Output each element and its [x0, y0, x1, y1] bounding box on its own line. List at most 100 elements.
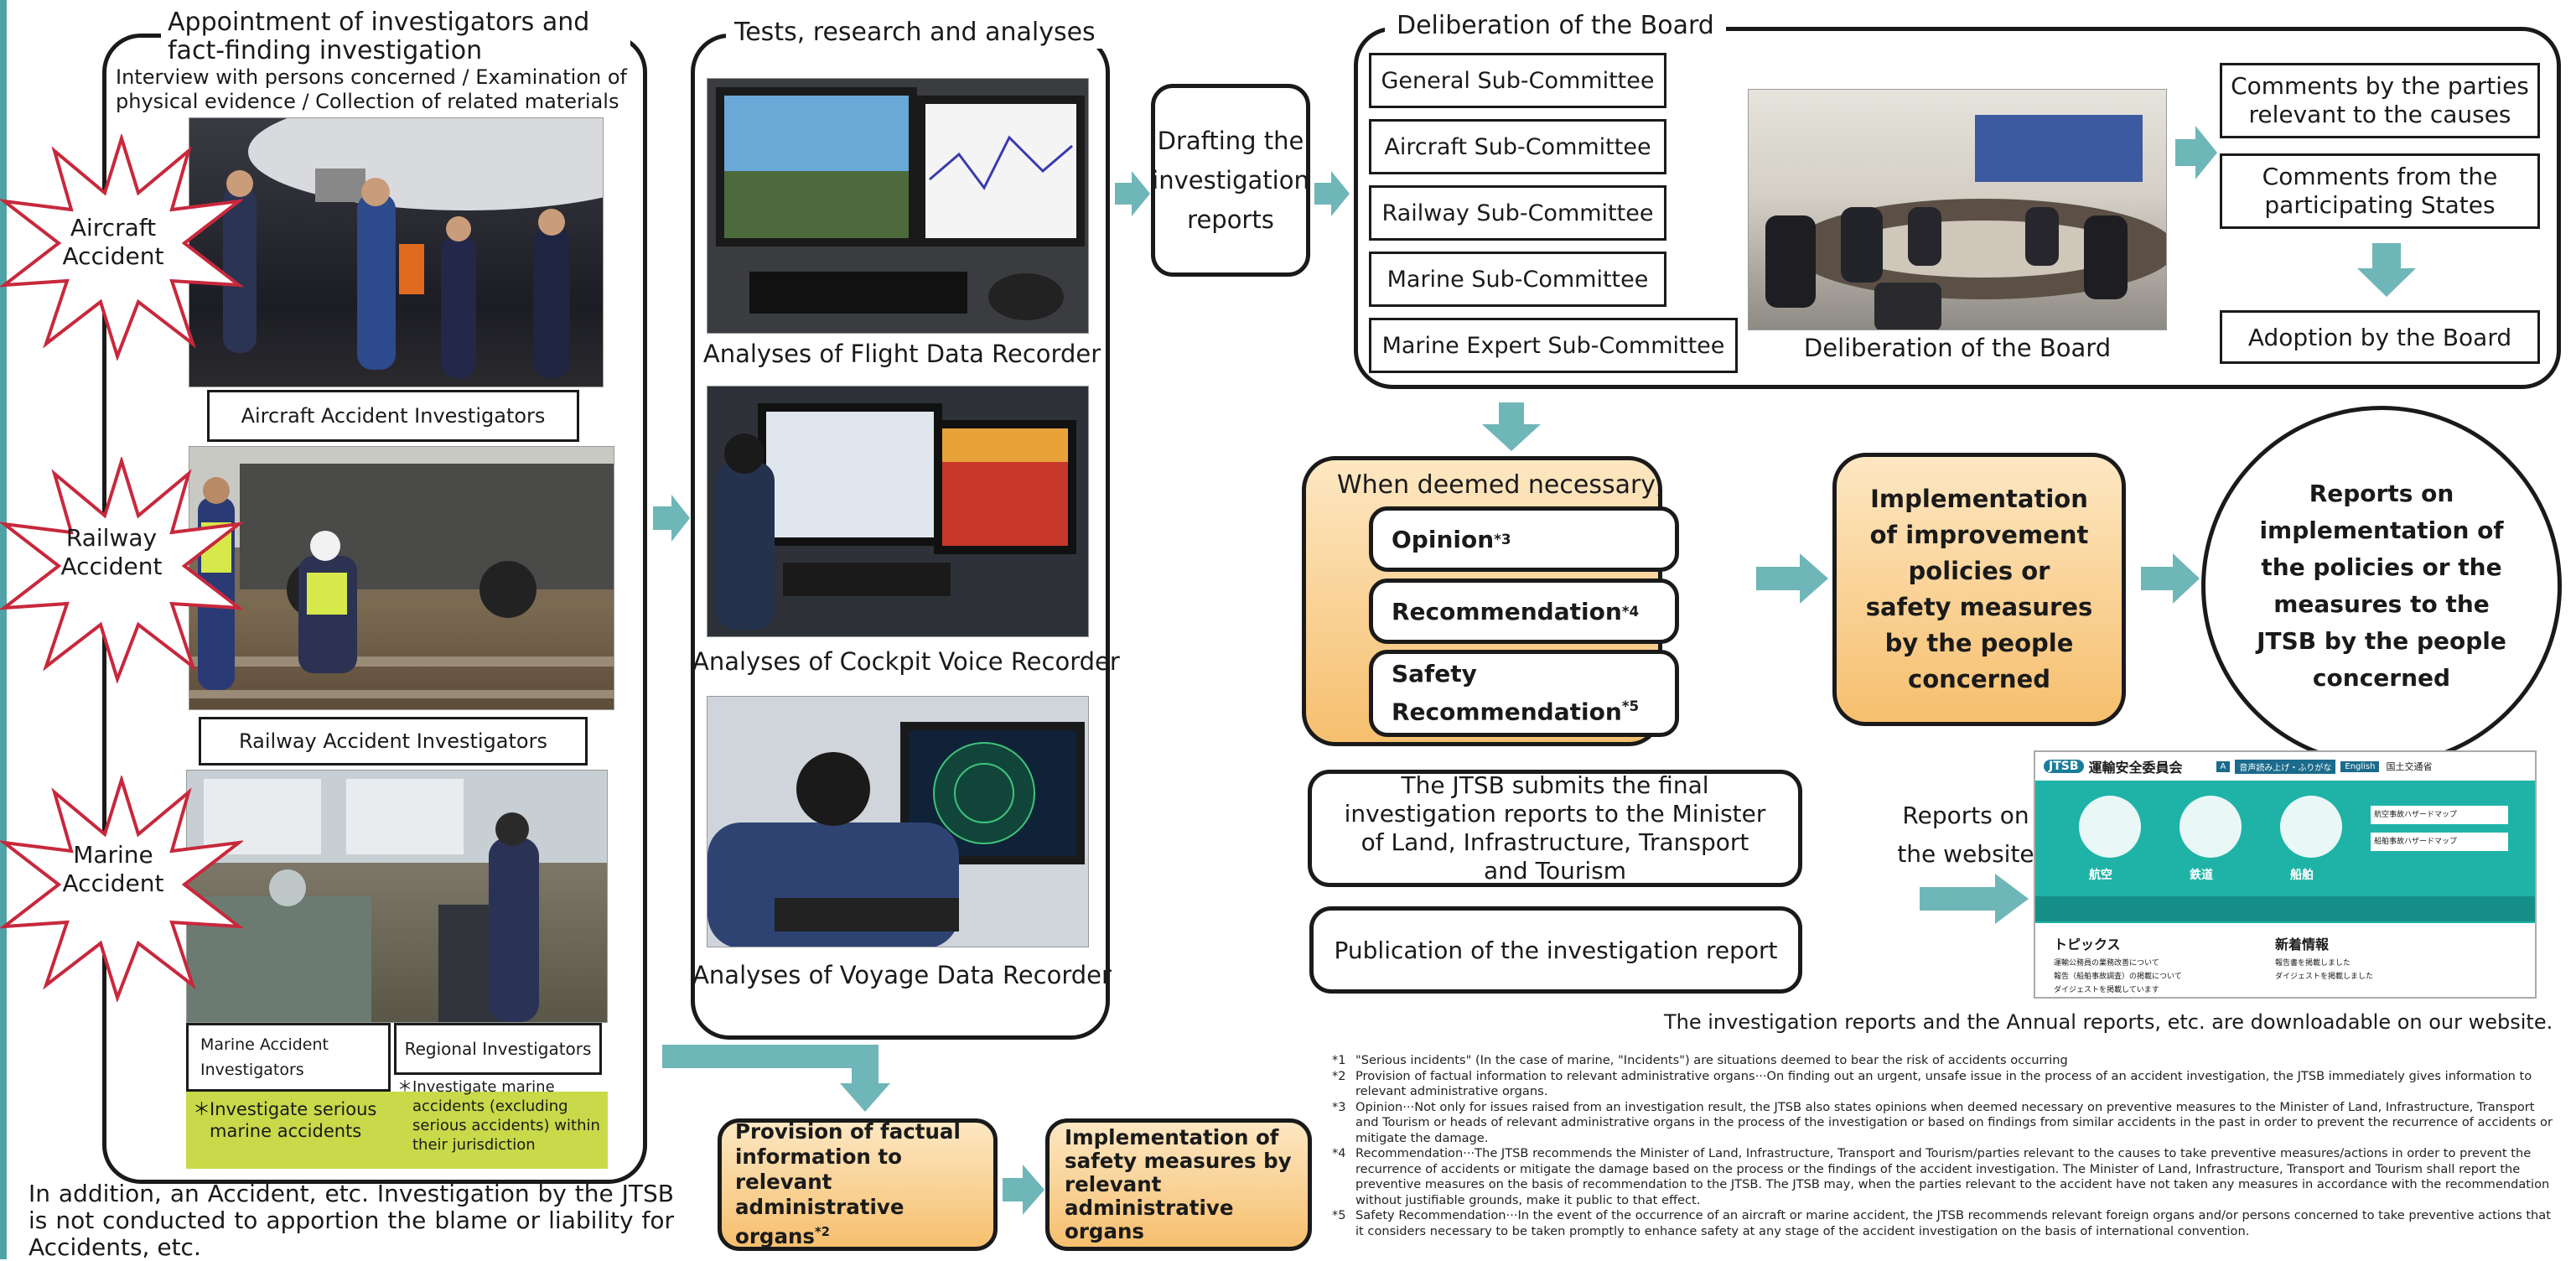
website-news-heading: 新着情報: [2275, 937, 2330, 952]
footnote-text: Recommendation···The JTSB recommends the…: [1355, 1146, 2550, 1207]
footnote-3: *3 Opinion···Not only for issues raised f…: [1332, 1100, 2558, 1147]
safety-recommendation-label: Safety Recommendation: [1392, 660, 1622, 726]
investigators-subtitle: Interview with persons concerned / Exami…: [116, 65, 627, 113]
website-title: 運輸安全委員会: [2088, 760, 2183, 776]
aircraft-investigation-photo: [189, 117, 604, 387]
airplane-icon[interactable]: [2079, 796, 2141, 858]
website-logo: JTSB: [2044, 760, 2084, 773]
board-deliberation-photo: [1748, 89, 2167, 330]
provision-label: Provision of factual information to rele…: [735, 1119, 961, 1249]
website-topics-heading: トピックス: [2054, 937, 2121, 952]
recommendation-box: Recommendation*4: [1369, 579, 1679, 644]
arrow-comments-to-adoption: [2357, 243, 2416, 297]
railway-investigators-label: Railway Accident Investigators: [199, 717, 588, 765]
publication-box: Publication of the investigation report: [1309, 906, 1802, 994]
footnote-number: *3: [1332, 1099, 1346, 1114]
footnote-2: *2 Provision of factual information to re…: [1332, 1069, 2558, 1100]
reports-implementation-circle: Reports on implementation of the policie…: [2201, 406, 2562, 766]
adoption-box: Adoption by the Board: [2220, 310, 2540, 364]
website-news-list: 報告書を掲載しました ダイジェストを掲載しました: [2275, 957, 2518, 983]
provision-box: Provision of factual information to rele…: [718, 1118, 998, 1251]
arrow-tests-to-drafting: [1115, 171, 1150, 216]
investigator-notes-panel: [186, 1092, 608, 1169]
arrow-necessary-to-implementation: [1756, 553, 1828, 604]
marine-burst-label: Marine Accident: [62, 841, 164, 897]
when-necessary-title: When deemed necessary,: [1337, 470, 1664, 500]
website-topic-item[interactable]: ダイジェストを掲載しています: [2054, 986, 2159, 994]
flight-data-recorder-caption: Analyses of Flight Data Recorder: [702, 340, 1101, 368]
marine-expert-sub-committee: Marine Expert Sub-Committee: [1369, 318, 1738, 373]
arrow-tests-to-provision: [662, 1045, 890, 1112]
left-accent-bar: [0, 0, 7, 1259]
website-subnav: [2035, 896, 2535, 921]
downloadable-note: The investigation reports and the Annual…: [1664, 1010, 2553, 1034]
footnote-number: *5: [1332, 1208, 1346, 1222]
arrow-board-to-necessary: [1482, 402, 1541, 451]
investigators-title: Appointment of investigators and fact-fi…: [161, 8, 630, 65]
marine-note-text: Investigate serious marine accidents: [210, 1099, 377, 1141]
provision-ref: *2: [815, 1225, 830, 1240]
safety-recommendation-box: Safety Recommendation*5: [1369, 650, 1679, 737]
footnote-1: *1"Serious incidents" (In the case of ma…: [1332, 1053, 2558, 1069]
marine-investigation-photo: [186, 770, 608, 1023]
website-hazard-map-marine[interactable]: 船舶事故ハザードマップ: [2371, 833, 2508, 851]
railway-investigation-photo: [189, 446, 614, 710]
website-speech-button[interactable]: 音声読み上げ・ふりがな: [2235, 759, 2336, 774]
website-hazard-map-aviation[interactable]: 航空事故ハザードマップ: [2371, 806, 2508, 824]
submit-reports-box: The JTSB submits the final investigation…: [1308, 770, 1802, 887]
footnote-5: *5 Safety Recommendation···In the event o…: [1332, 1208, 2558, 1239]
note-bullet: ＊: [397, 1078, 412, 1096]
arrow-provision-to-implementation: [1003, 1165, 1044, 1215]
opinion-label: Opinion: [1392, 525, 1495, 553]
drafting-reports-box: Drafting the investigation reports: [1151, 84, 1310, 277]
marine-investigators-label: Marine Accident Investigators: [186, 1023, 391, 1092]
aircraft-investigators-label: Aircraft Accident Investigators: [207, 390, 579, 442]
board-title: Deliberation of the Board: [1385, 10, 1726, 42]
opinion-box: Opinion*3: [1369, 506, 1679, 572]
railway-burst-label: Railway Accident: [60, 524, 163, 580]
website-news-item[interactable]: ダイジェストを掲載しました: [2275, 973, 2374, 981]
railway-burst-icon: [0, 457, 243, 683]
website-font-button[interactable]: A: [2216, 760, 2231, 772]
website-section-aviation[interactable]: 航空: [2089, 869, 2112, 882]
recommendation-label: Recommendation: [1392, 597, 1622, 625]
website-section-railway[interactable]: 鉄道: [2190, 869, 2213, 882]
website-ministry: 国土交通省: [2386, 761, 2433, 772]
footnote-text: Opinion···Not only for issues raised fro…: [1355, 1099, 2553, 1145]
arrow-to-website: [1920, 874, 2029, 924]
website-english-button[interactable]: English: [2340, 760, 2380, 772]
footnote-number: *2: [1332, 1068, 1346, 1083]
website-header: JTSB 運輸安全委員会 A 音声読み上げ・ふりがな English 国土交通省: [2035, 752, 2535, 781]
aircraft-burst-icon: [0, 134, 243, 361]
addition-note: In addition, an Accident, etc. Investiga…: [29, 1180, 674, 1261]
general-sub-committee: General Sub-Committee: [1369, 53, 1666, 108]
cockpit-voice-recorder-photo: [707, 386, 1089, 637]
regional-investigators-label: Regional Investigators: [394, 1023, 602, 1075]
website-section-marine[interactable]: 船舶: [2290, 869, 2314, 882]
arrow-implementation-to-reports: [2141, 553, 2200, 604]
voyage-data-recorder-photo: [707, 696, 1089, 947]
opinion-ref: *3: [1494, 531, 1511, 547]
recommendation-ref: *4: [1621, 603, 1640, 620]
website-topic-item[interactable]: 運輸公務員の業務改善について: [2054, 959, 2159, 968]
train-icon[interactable]: [2179, 796, 2242, 858]
website-news-item[interactable]: 報告書を掲載しました: [2275, 959, 2351, 968]
implementation-box: Implementation of improvement policies o…: [1832, 453, 2126, 726]
arrow-board-to-comments: [2175, 126, 2217, 179]
website-topic-item[interactable]: 報告（船舶事故調査）の掲載について: [2054, 973, 2182, 981]
footnote-text: Safety Recommendation···In the event of …: [1355, 1208, 2551, 1238]
ship-icon[interactable]: [2280, 796, 2342, 858]
footnote-text: Provision of factual information to rele…: [1355, 1068, 2532, 1099]
footnote-number: *1: [1332, 1053, 1346, 1067]
aircraft-sub-committee: Aircraft Sub-Committee: [1369, 119, 1666, 174]
cockpit-voice-recorder-caption: Analyses of Cockpit Voice Recorder: [692, 647, 1120, 676]
marine-sub-committee: Marine Sub-Committee: [1369, 252, 1666, 307]
note-bullet: ＊: [193, 1099, 210, 1119]
aircraft-burst-label: Aircraft Accident: [62, 214, 164, 270]
website-reports-label: Reports on the website: [1897, 802, 2034, 868]
jtsb-website-screenshot: JTSB 運輸安全委員会 A 音声読み上げ・ふりがな English 国土交通省…: [2034, 750, 2537, 999]
website-topic-list: 運輸公務員の業務改善について 報告（船舶事故調査）の掲載について ダイジェストを…: [2054, 957, 2255, 997]
comments-states-box: Comments from the participating States: [2220, 153, 2540, 229]
tests-title: Tests, research and analyses: [726, 17, 1104, 49]
